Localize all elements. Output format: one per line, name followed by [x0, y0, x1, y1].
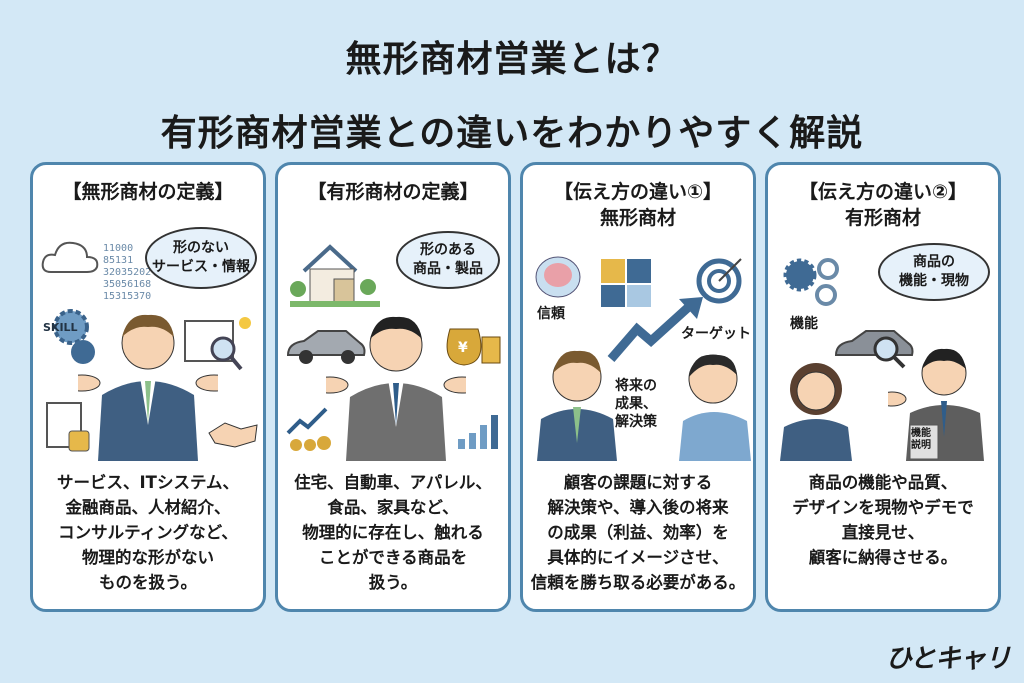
salesperson-illustration — [537, 350, 617, 461]
handshake-icon — [208, 422, 258, 448]
salesperson-illustration — [888, 348, 984, 461]
binary-data: 11000 85131 32035202 35056168 15315370 — [103, 243, 152, 302]
main-title-line2: 有形商材営業との違いをわかりやすく解説 — [160, 113, 864, 154]
card-tangible-definition: 【有形商材の定義】 形のある 商品・製品 ¥ 住宅、自動車、アパレル、 食品、家… — [275, 162, 511, 612]
card-communication-intangible: 【伝え方の違い①】 無形商材 信頼 ターゲット 将来の 成果、 解決策 顧客の課… — [520, 162, 756, 612]
growth-arrow-icon — [607, 297, 703, 362]
gear-icon — [53, 309, 95, 364]
card-heading: 【伝え方の違い①】 無形商材 — [553, 181, 723, 229]
function-explanation-label: 機能 説明 — [911, 428, 931, 451]
speech-bubble: 商品の 機能・現物 — [878, 243, 990, 301]
cloud-icon — [41, 241, 99, 273]
skill-label: SKILL — [43, 321, 78, 334]
future-results-label: 将来の 成果、 解決策 — [615, 378, 657, 430]
card-description: サービス、ITシステム、 金融商品、人材紹介、 コンサルティングなど、 物理的な… — [57, 473, 239, 592]
document-lock-icon — [46, 402, 90, 452]
car-icon — [286, 330, 366, 364]
hitocareer-logo: ひとキャリ — [885, 644, 1011, 674]
growth-chart-icon — [286, 407, 331, 451]
speech-bubble: 形のない サービス・情報 — [145, 227, 257, 289]
main-title-line1: 無形商材営業とは？ — [345, 39, 679, 80]
brain-icon — [535, 256, 581, 298]
car-magnifier-icon — [834, 330, 914, 369]
card-heading: 【有形商材の定義】 — [307, 181, 479, 203]
target-label: ターゲット — [681, 326, 751, 342]
yen-label: ¥ — [458, 340, 468, 356]
card-description: 住宅、自動車、アパレル、 食品、家具など、 物理的に存在し、触れる ことができる… — [294, 473, 492, 592]
illustration: 機能 商品の 機能・現物 機能 説明 — [768, 235, 998, 461]
client-illustration — [679, 354, 751, 461]
gears-icon — [783, 258, 839, 306]
speech-bubble: 形のある 商品・製品 — [396, 231, 500, 289]
card-heading: 【無形商材の定義】 — [62, 181, 234, 203]
illustration: 11000 85131 32035202 35056168 15315370 形… — [33, 227, 263, 461]
magnifier-document-icon — [184, 317, 251, 371]
salesperson-illustration — [326, 316, 466, 461]
salesperson-illustration — [78, 314, 218, 461]
card-communication-tangible: 【伝え方の違い②】 有形商材 機能 商品の 機能・現物 機能 説明 商品の機能や… — [765, 162, 1001, 612]
puzzle-icon — [601, 259, 651, 307]
card-description: 顧客の課題に対する 解決策や、導入後の将来 の成果（利益、効率）を 具体的にイメ… — [530, 473, 746, 592]
illustration: 形のある 商品・製品 ¥ — [278, 231, 508, 461]
target-icon — [696, 258, 742, 304]
illustration: 信頼 ターゲット 将来の 成果、 解決策 — [523, 235, 753, 461]
money-bag-icon — [446, 328, 501, 366]
bar-chart-icon — [458, 415, 498, 449]
customer-illustration — [780, 363, 852, 461]
card-heading: 【伝え方の違い②】 有形商材 — [798, 181, 968, 229]
card-description: 商品の機能や品質、 デザインを現物やデモで 直接見せ、 顧客に納得させる。 — [792, 473, 974, 567]
house-icon — [290, 244, 380, 307]
function-label: 機能 — [790, 316, 818, 332]
trust-label: 信頼 — [537, 306, 565, 322]
card-intangible-definition: 【無形商材の定義】 11000 85131 32035202 35056168 … — [30, 162, 266, 612]
